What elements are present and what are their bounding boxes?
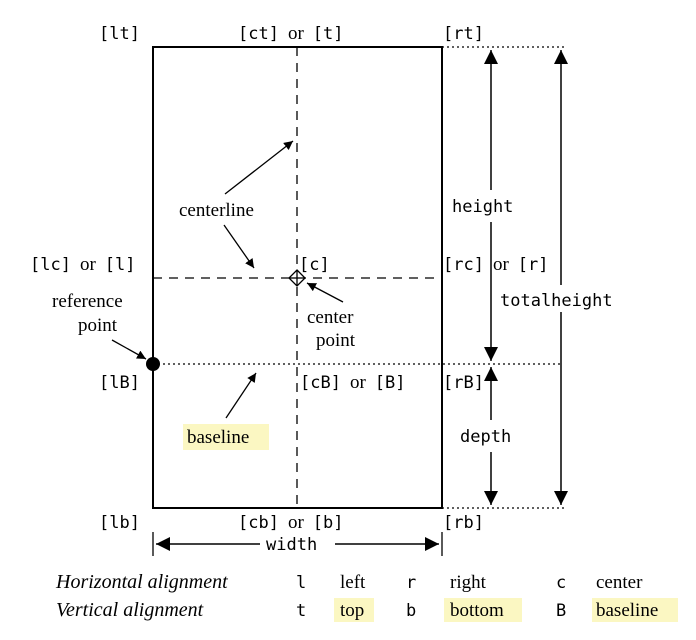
legend-v-code-b: b bbox=[406, 601, 416, 621]
right-center-alt: [r] bbox=[518, 255, 549, 275]
right-center-joiner: or bbox=[493, 254, 510, 275]
centerline-arrow-up bbox=[224, 140, 294, 195]
legend-v-word-bottom: bottom bbox=[450, 600, 504, 621]
baseline-label: baseline bbox=[187, 427, 249, 448]
top-center-code: [ct] bbox=[238, 24, 279, 44]
legend-h-word-center: center bbox=[596, 572, 643, 593]
bottom-center-code: [cb] bbox=[238, 513, 279, 533]
left-center-joiner: or bbox=[80, 254, 97, 275]
top-center-joiner: or bbox=[288, 23, 305, 44]
center-baseline-alt: [B] bbox=[375, 373, 406, 393]
legend-top-highlight bbox=[334, 598, 374, 622]
legend-vertical-title: Vertical alignment bbox=[56, 599, 204, 621]
corner-rb-label: [rb] bbox=[443, 513, 484, 533]
center-point-marker bbox=[288, 269, 306, 287]
height-label: height bbox=[452, 197, 513, 217]
right-baseline-label: [rB] bbox=[443, 373, 484, 393]
legend-v-word-top: top bbox=[340, 600, 364, 621]
left-center-alt: [l] bbox=[105, 255, 136, 275]
baseline-arrow bbox=[225, 372, 257, 419]
reference-point-label-2: point bbox=[78, 315, 118, 336]
center-baseline-joiner: or bbox=[350, 372, 367, 393]
centerline-arrow-down bbox=[223, 224, 255, 269]
center-point-label-1: center bbox=[307, 307, 354, 328]
left-baseline-label: [lB] bbox=[99, 373, 140, 393]
legend-v-code-t: t bbox=[296, 601, 306, 621]
corner-lb-label: [lb] bbox=[99, 513, 140, 533]
right-center-code: [rc] bbox=[443, 255, 484, 275]
corner-lt-label: [lt] bbox=[99, 24, 140, 44]
legend-h-code-c: c bbox=[556, 573, 566, 593]
corner-rt-label: [rt] bbox=[443, 24, 484, 44]
left-center-label: [lc] or [l] bbox=[30, 254, 136, 275]
legend-h-word-right: right bbox=[450, 572, 487, 593]
legend-h-word-left: left bbox=[340, 572, 366, 593]
width-label: width bbox=[266, 535, 317, 555]
legend-v-code-B: B bbox=[556, 601, 566, 621]
center-baseline-label: [cB] or [B] bbox=[300, 372, 406, 393]
center-point-label-2: point bbox=[316, 330, 356, 351]
right-center-label: [rc] or [r] bbox=[443, 254, 549, 275]
top-center-alt: [t] bbox=[313, 24, 344, 44]
legend-horizontal-title: Horizontal alignment bbox=[55, 571, 228, 593]
top-center-label: [ct] or [t] bbox=[238, 23, 344, 44]
bottom-center-joiner: or bbox=[288, 512, 305, 533]
left-center-code: [lc] bbox=[30, 255, 71, 275]
centerline-label: centerline bbox=[179, 200, 254, 221]
bottom-center-label: [cb] or [b] bbox=[238, 512, 344, 533]
center-point-arrow bbox=[306, 282, 344, 303]
reference-point-label-1: reference bbox=[52, 291, 123, 312]
legend-h-code-r: r bbox=[406, 573, 416, 593]
totalheight-label: totalheight bbox=[500, 291, 613, 311]
legend-bottom-highlight bbox=[444, 598, 522, 622]
legend-v-word-baseline: baseline bbox=[596, 600, 658, 621]
baseline-highlight bbox=[183, 424, 269, 450]
legend-h-code-l: l bbox=[296, 573, 306, 593]
legend-baseline-highlight bbox=[592, 598, 678, 622]
center-label: [c] bbox=[299, 255, 330, 275]
center-baseline-code: [cB] bbox=[300, 373, 341, 393]
depth-label: depth bbox=[460, 427, 511, 447]
reference-point-dot bbox=[146, 357, 160, 371]
bottom-center-alt: [b] bbox=[313, 513, 344, 533]
reference-point-arrow bbox=[111, 339, 147, 360]
